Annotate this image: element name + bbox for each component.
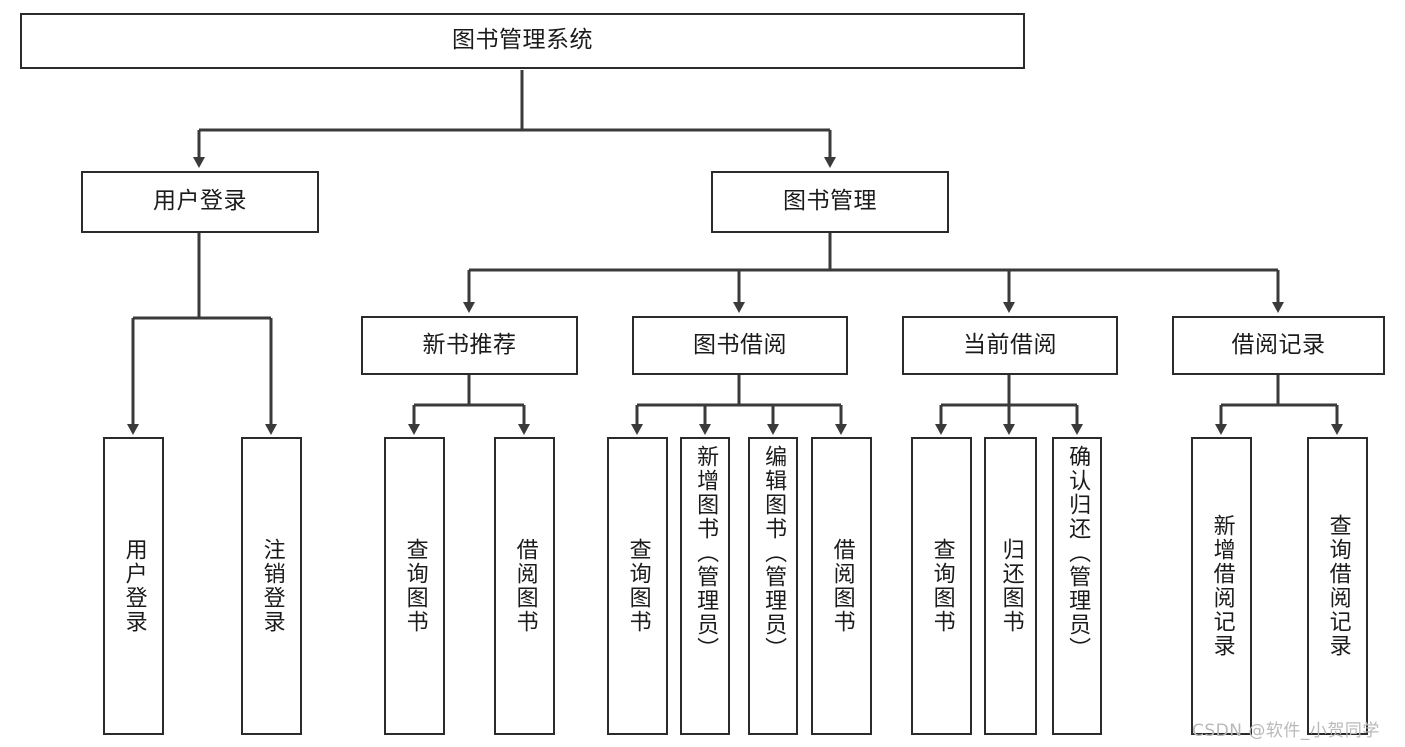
node-leaf-return-book[interactable]: 归还图书: [984, 437, 1037, 735]
node-leaf-borrow-book-2[interactable]: 借阅图书: [811, 437, 872, 735]
node-leaf-query-book-1[interactable]: 查询图书: [384, 437, 445, 735]
node-leaf-query-book-3-label: 查询图书: [929, 538, 955, 634]
node-new-book-recommend[interactable]: 新书推荐: [361, 316, 578, 375]
node-book-borrow-label: 图书借阅: [693, 331, 787, 358]
node-leaf-add-record[interactable]: 新增借阅记录: [1191, 437, 1252, 735]
node-leaf-add-book-label: 新增图书（管理员）: [693, 445, 719, 661]
node-leaf-query-book-2[interactable]: 查询图书: [607, 437, 668, 735]
node-book-borrow[interactable]: 图书借阅: [632, 316, 848, 375]
node-borrow-record-label: 借阅记录: [1231, 331, 1326, 358]
node-leaf-query-record[interactable]: 查询借阅记录: [1307, 437, 1368, 735]
node-leaf-edit-book-label: 编辑图书（管理员）: [761, 445, 787, 661]
node-leaf-logout-label: 注销登录: [259, 538, 285, 634]
node-leaf-borrow-book-2-label: 借阅图书: [829, 538, 855, 634]
node-leaf-query-book-3[interactable]: 查询图书: [911, 437, 972, 735]
node-leaf-borrow-book-1[interactable]: 借阅图书: [494, 437, 555, 735]
node-user-login-label: 用户登录: [153, 188, 247, 215]
csdn-watermark: CSDN @软件_小贺同学: [1192, 721, 1380, 741]
node-leaf-confirm-return-label: 确认归还（管理员）: [1065, 445, 1091, 661]
node-leaf-user-login[interactable]: 用户登录: [103, 437, 164, 735]
node-new-book-recommend-label: 新书推荐: [422, 331, 517, 358]
node-user-login[interactable]: 用户登录: [81, 171, 319, 233]
node-leaf-query-book-2-label: 查询图书: [625, 538, 651, 634]
node-leaf-add-record-label: 新增借阅记录: [1209, 514, 1235, 658]
node-leaf-add-book[interactable]: 新增图书（管理员）: [680, 437, 730, 735]
node-leaf-confirm-return[interactable]: 确认归还（管理员）: [1052, 437, 1102, 735]
node-leaf-query-record-label: 查询借阅记录: [1325, 514, 1351, 658]
node-current-borrow[interactable]: 当前借阅: [902, 316, 1118, 375]
node-current-borrow-label: 当前借阅: [963, 331, 1057, 358]
node-root-label: 图书管理系统: [452, 27, 593, 54]
node-leaf-logout[interactable]: 注销登录: [241, 437, 302, 735]
node-borrow-record[interactable]: 借阅记录: [1172, 316, 1385, 375]
node-book-manage-label: 图书管理: [783, 188, 877, 215]
node-leaf-return-book-label: 归还图书: [998, 538, 1024, 634]
node-leaf-edit-book[interactable]: 编辑图书（管理员）: [748, 437, 798, 735]
node-root[interactable]: 图书管理系统: [20, 13, 1025, 69]
node-leaf-borrow-book-1-label: 借阅图书: [512, 538, 538, 634]
node-book-manage[interactable]: 图书管理: [711, 171, 949, 233]
node-leaf-query-book-1-label: 查询图书: [402, 538, 428, 634]
node-leaf-user-login-label: 用户登录: [121, 538, 147, 634]
